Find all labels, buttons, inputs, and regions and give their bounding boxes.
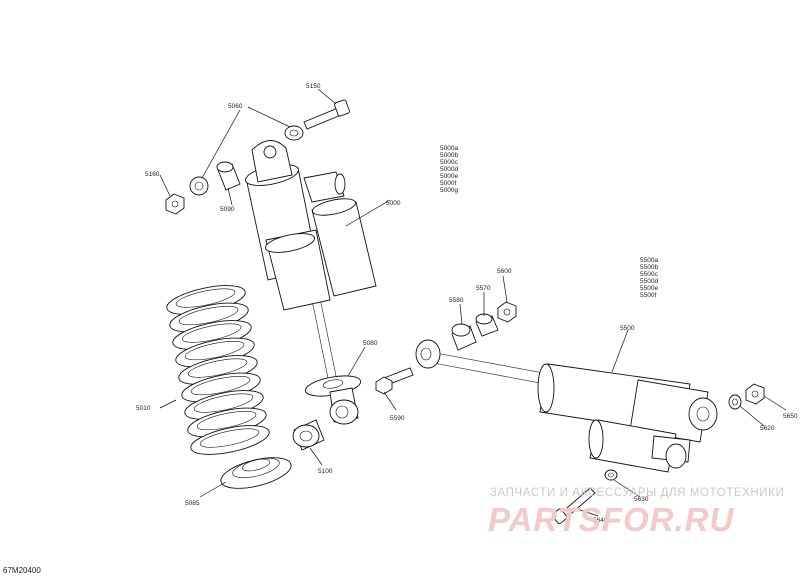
callout-5590: 5590 bbox=[390, 415, 405, 422]
spring-retainer-5085 bbox=[220, 457, 292, 489]
callout-5000a: 5000a bbox=[440, 145, 458, 152]
callout-5650: 5650 bbox=[783, 413, 798, 420]
callout-5000: 5000 bbox=[386, 200, 401, 207]
callout-5640: 5640 bbox=[593, 517, 608, 524]
spacer-5090 bbox=[216, 161, 241, 191]
callout-5500d: 5500d bbox=[640, 278, 658, 285]
callout-5000b: 5000b bbox=[440, 152, 458, 159]
callout-5000g: 5000g bbox=[440, 187, 458, 194]
callout-5100: 5100 bbox=[318, 468, 333, 475]
callout-5080: 5080 bbox=[363, 340, 378, 347]
callout-5090: 5090 bbox=[220, 206, 235, 213]
leader-lines bbox=[159, 88, 787, 517]
figure-code: 67M20400 bbox=[3, 566, 41, 575]
bolt-5590 bbox=[375, 367, 414, 395]
watermark-logo: PARTSFOR.RU bbox=[488, 501, 735, 538]
callout-5160: 5160 bbox=[145, 171, 160, 178]
bushing-5580 bbox=[451, 323, 477, 351]
nut-5650 bbox=[745, 383, 765, 405]
callout-5060: 5060 bbox=[228, 103, 243, 110]
callout-5620: 5620 bbox=[760, 425, 775, 432]
spring-coil-inner bbox=[190, 375, 251, 396]
rear-shock-absorber bbox=[415, 339, 718, 473]
callout-5000c: 5000c bbox=[440, 159, 458, 166]
callout-5570: 5570 bbox=[476, 285, 491, 292]
spring-coil-inner bbox=[178, 305, 239, 326]
callout-5600: 5600 bbox=[497, 268, 512, 275]
bushing-5060 bbox=[284, 125, 304, 141]
front-shock-absorber bbox=[245, 140, 377, 425]
spring-coil-inner bbox=[175, 288, 236, 308]
callout-5500b: 5500b bbox=[640, 264, 658, 271]
spring-coil-inner bbox=[196, 410, 257, 431]
callout-5500c: 5500c bbox=[640, 271, 658, 278]
spring-coil-inner bbox=[181, 323, 242, 343]
callout-5580: 5580 bbox=[449, 297, 464, 304]
callout-5000f: 5000f bbox=[440, 180, 456, 187]
spring-coil-inner bbox=[199, 428, 260, 448]
washer-5620 bbox=[728, 394, 742, 410]
bolt-5640 bbox=[551, 487, 596, 525]
callout-5085: 5085 bbox=[185, 500, 200, 507]
spring-coil-inner bbox=[187, 358, 248, 378]
nut-5600 bbox=[497, 301, 517, 323]
washer-5630 bbox=[604, 469, 618, 481]
spacer-5570 bbox=[475, 313, 499, 337]
callout-5630: 5630 bbox=[634, 496, 649, 503]
callout-5500: 5500 bbox=[620, 325, 635, 332]
callout-5010: 5010 bbox=[136, 405, 151, 412]
watermark-tagline: ЗАПЧАСТИ И АКСЕССУАРЫ ДЛЯ МОТОТЕХНИКИ bbox=[490, 487, 785, 499]
callout-5000d: 5000d bbox=[440, 166, 458, 173]
callout-5500a: 5500a bbox=[640, 257, 658, 264]
callout-5000e: 5000e bbox=[440, 173, 458, 180]
callout-5500f: 5500f bbox=[640, 292, 656, 299]
bolt-5150 bbox=[303, 99, 350, 130]
callout-5150: 5150 bbox=[306, 83, 321, 90]
bushing-5060-lower bbox=[189, 176, 209, 196]
spring-coil-inner bbox=[184, 340, 245, 361]
nut-5160 bbox=[165, 193, 185, 215]
callout-5500e: 5500e bbox=[640, 285, 658, 292]
callout-labels: 5150 5060 5160 5090 5000 5000a 5000b 500… bbox=[136, 83, 798, 524]
spacer-5100 bbox=[292, 419, 325, 451]
coil-spring-5010 bbox=[166, 285, 270, 455]
spring-coil-inner bbox=[193, 393, 254, 413]
